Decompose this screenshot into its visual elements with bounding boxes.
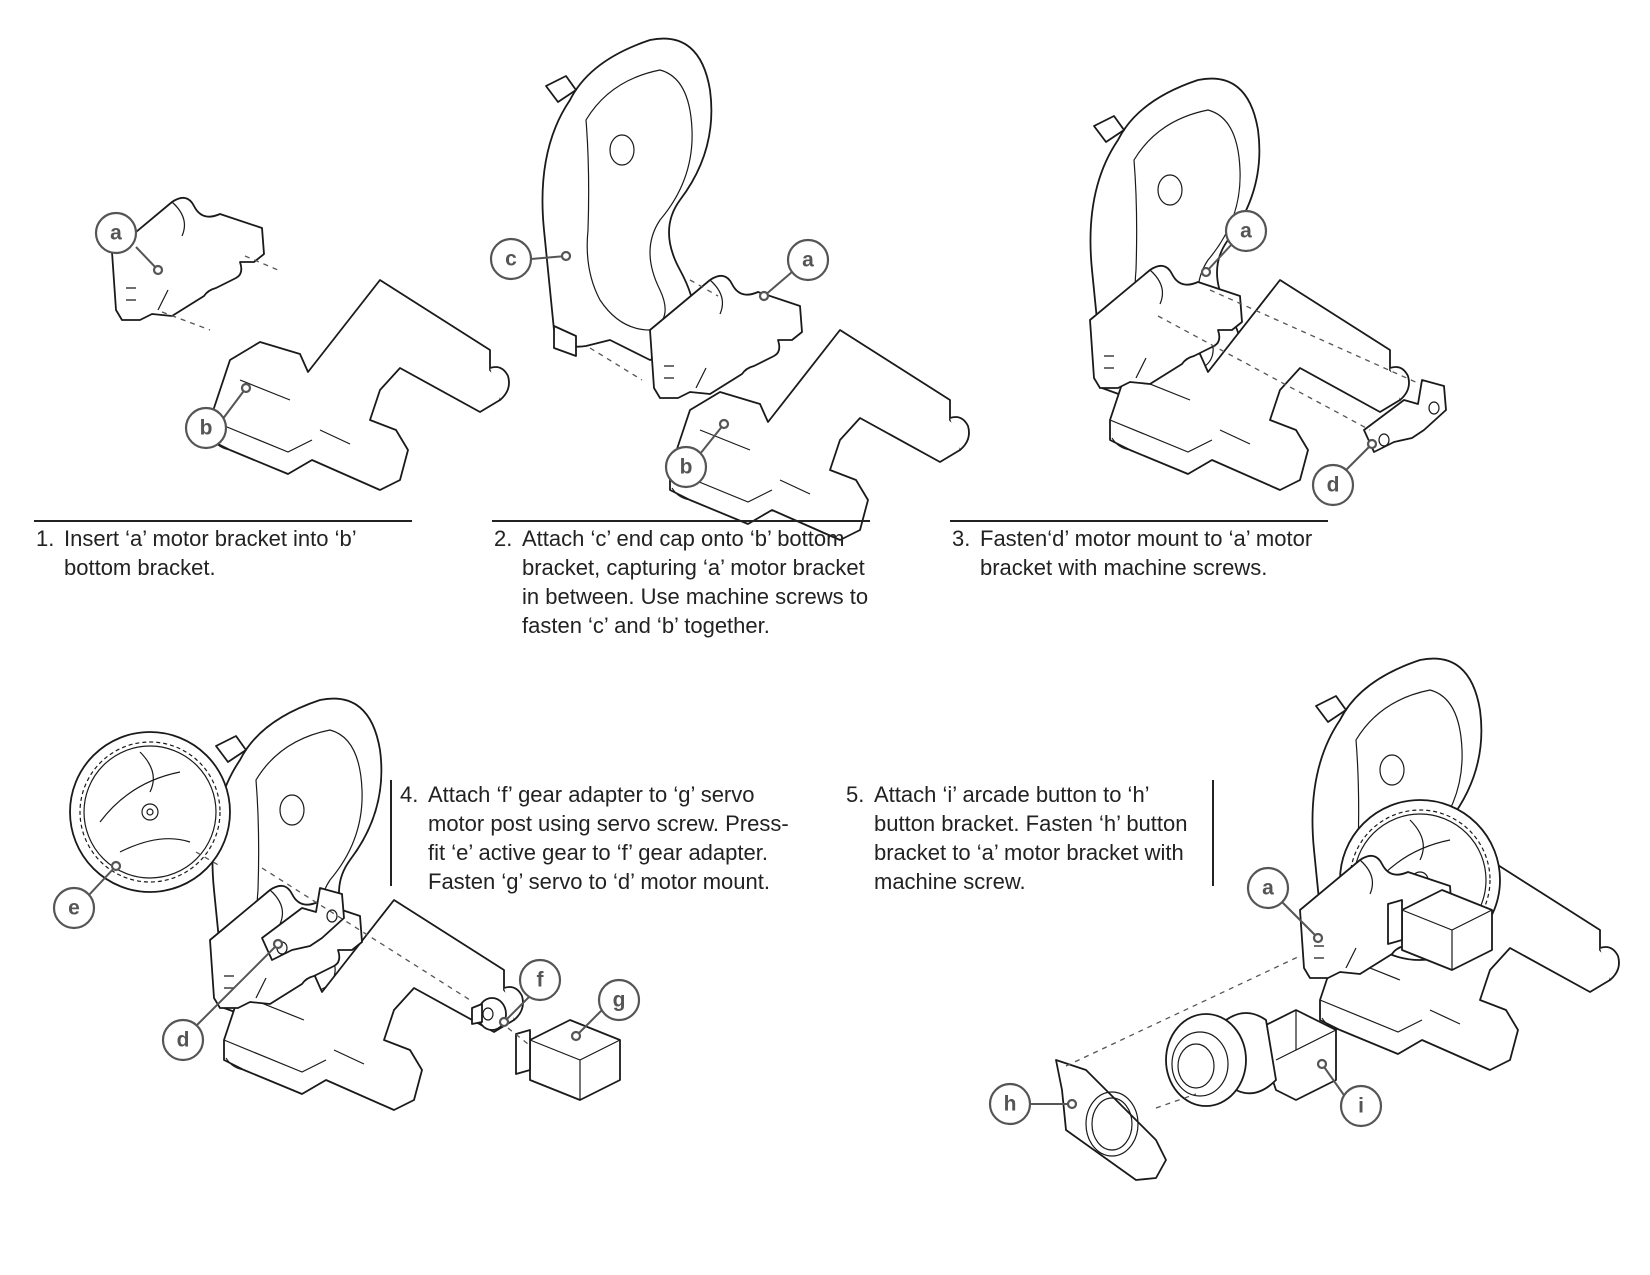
callout-f-step4: f <box>498 958 562 1028</box>
callout-a-step2: a <box>758 238 830 302</box>
callout-a-step5: a <box>1246 866 1324 944</box>
step5-illustration <box>1055 657 1620 1181</box>
step-number: 1. <box>36 526 55 551</box>
step-number: 2. <box>494 526 513 551</box>
step2-divider <box>492 520 870 522</box>
svg-text:i: i <box>1358 1095 1364 1118</box>
callout-b-step2: b <box>664 418 730 489</box>
svg-text:f: f <box>537 969 545 992</box>
step-text: Insert ‘a’ motor bracket into ‘b’ bottom… <box>64 526 356 580</box>
callout-a-step1: a <box>94 211 164 276</box>
svg-text:e: e <box>68 897 80 920</box>
step3-illustration <box>1089 77 1447 491</box>
svg-text:d: d <box>177 1029 190 1052</box>
step-text: Attach ‘f’ gear adapter to ‘g’ servo mot… <box>428 782 789 894</box>
step-text: Attach ‘c’ end cap onto ‘b’ bottom brack… <box>522 526 869 638</box>
step4-divider <box>390 780 392 886</box>
callout-e-step4: e <box>52 860 122 930</box>
step1-divider <box>34 520 412 522</box>
svg-text:b: b <box>680 456 693 479</box>
step3-instruction: 3. Fasten‘d’ motor mount to ‘a’ motor br… <box>952 524 1328 582</box>
svg-text:b: b <box>200 417 213 440</box>
callout-h-step5: h <box>988 1082 1078 1126</box>
callout-a-step3: a <box>1200 209 1268 278</box>
motor-bracket-a <box>111 196 265 321</box>
step2-illustration <box>541 37 970 541</box>
step1-instruction: 1. Insert ‘a’ motor bracket into ‘b’ bot… <box>36 524 408 582</box>
servo-g <box>515 1019 621 1101</box>
step-text: Fasten‘d’ motor mount to ‘a’ motor brack… <box>980 526 1313 580</box>
callout-d-step4: d <box>161 938 284 1062</box>
svg-text:d: d <box>1327 474 1340 497</box>
step-number: 3. <box>952 526 971 551</box>
callout-i-step5: i <box>1316 1058 1383 1128</box>
arcade-button-i <box>1165 1009 1337 1107</box>
svg-text:g: g <box>613 989 626 1012</box>
step4-instruction: 4. Attach ‘f’ gear adapter to ‘g’ servo … <box>400 780 790 896</box>
callout-d-step3: d <box>1311 438 1378 507</box>
svg-text:a: a <box>1240 220 1252 243</box>
svg-text:a: a <box>802 249 814 272</box>
step3-divider <box>950 520 1328 522</box>
callout-g-step4: g <box>570 978 641 1042</box>
svg-text:a: a <box>1262 877 1274 900</box>
step5-divider <box>1212 780 1214 886</box>
svg-text:a: a <box>110 222 122 245</box>
svg-text:h: h <box>1004 1093 1017 1116</box>
step2-instruction: 2. Attach ‘c’ end cap onto ‘b’ bottom br… <box>494 524 870 640</box>
step4-illustration <box>69 697 621 1111</box>
step-number: 4. <box>400 782 419 807</box>
bottom-bracket-b <box>209 279 510 491</box>
step1-illustration <box>111 196 510 491</box>
svg-text:c: c <box>505 248 517 271</box>
step-text: Attach ‘i’ arcade button to ‘h’ button b… <box>874 782 1188 894</box>
callout-b-step1: b <box>184 382 252 450</box>
step5-instruction: 5. Attach ‘i’ arcade button to ‘h’ butto… <box>846 780 1202 896</box>
callouts: a b c a b a d e <box>52 209 1383 1128</box>
step-number: 5. <box>846 782 865 807</box>
callout-c-step2: c <box>489 237 572 281</box>
active-gear-e <box>69 731 231 893</box>
button-bracket-h <box>1055 1059 1167 1181</box>
